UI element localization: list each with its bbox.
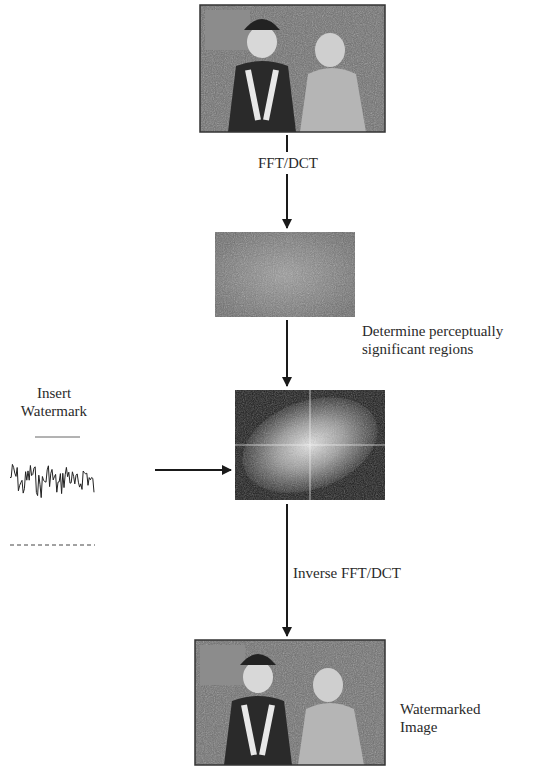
watermark-signal bbox=[10, 437, 95, 545]
significant-regions-image bbox=[229, 380, 391, 511]
watermarked-photo bbox=[195, 640, 385, 765]
spectrum-image bbox=[215, 232, 355, 317]
flow-arrows bbox=[155, 135, 287, 636]
step-label: FFT/DCT bbox=[250, 152, 326, 174]
original-photo bbox=[200, 5, 385, 132]
input-label: Insert Watermark bbox=[8, 384, 100, 420]
step-label: Determine perceptually significant regio… bbox=[362, 322, 552, 358]
step-label: Inverse FFT/DCT bbox=[293, 562, 423, 584]
output-label: Watermarked Image bbox=[400, 700, 496, 736]
